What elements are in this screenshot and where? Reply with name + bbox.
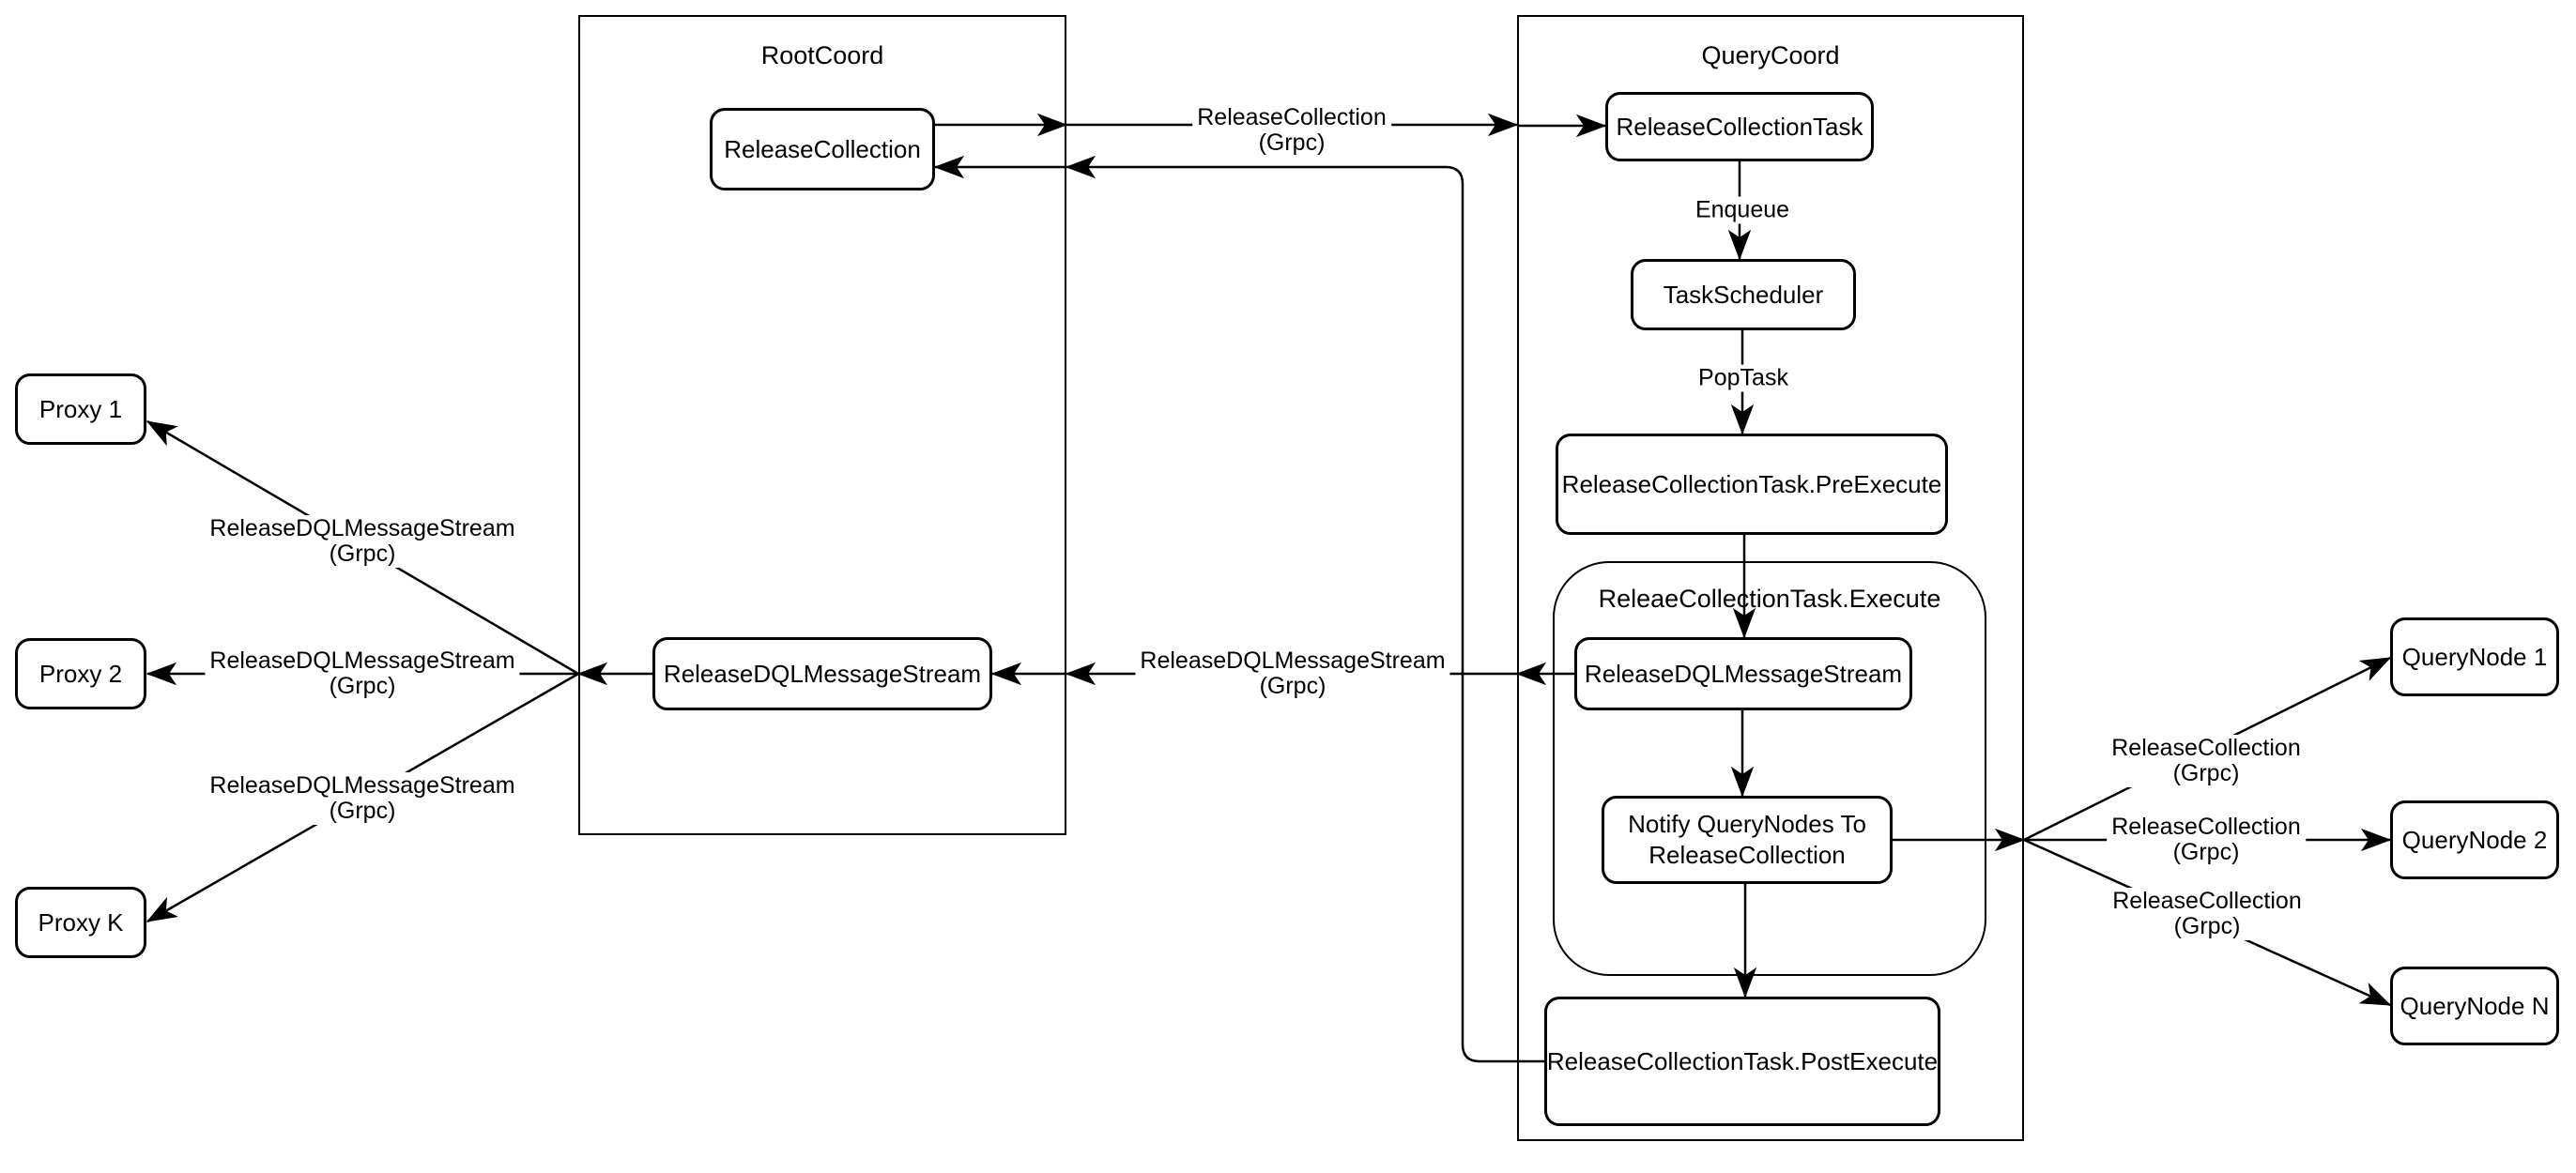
label-rdqlms-grpc-proxy1: ReleaseDQLMessageStream (Grpc) [205,515,520,568]
label-poptask: PopTask [1694,364,1793,392]
node-releasecollectiontask: ReleaseCollectionTask [1605,92,1874,161]
label-releasecollection-grpc-qnn: ReleaseCollection (Grpc) [2108,888,2307,940]
node-rootcoord-rdqlms: ReleaseDQLMessageStream [652,637,992,710]
label-releasecollection-grpc-qn1: ReleaseCollection (Grpc) [2107,735,2306,787]
node-querynode1: QueryNode 1 [2390,617,2559,696]
node-proxy1: Proxy 1 [15,373,146,445]
node-proxyk: Proxy K [15,887,146,958]
node-taskscheduler: TaskScheduler [1631,259,1856,330]
execute-group-title: ReleaeCollectionTask.Execute [1598,585,1941,613]
rootcoord-container [578,15,1066,835]
label-rdqlms-grpc-proxyk: ReleaseDQLMessageStream (Grpc) [205,772,520,825]
label-rdqlms-grpc-mid: ReleaseDQLMessageStream (Grpc) [1135,647,1450,700]
node-preexecute: ReleaseCollectionTask.PreExecute [1556,434,1948,535]
node-querycoord-rdqlms: ReleaseDQLMessageStream [1574,637,1912,710]
label-releasecollection-grpc-qn2: ReleaseCollection (Grpc) [2107,814,2306,866]
node-postexecute: ReleaseCollectionTask.PostExecute [1544,997,1940,1126]
edge-postexecute-return [1065,155,1544,1063]
rootcoord-title: RootCoord [760,41,884,69]
node-releasecollection: ReleaseCollection [710,108,935,190]
node-notify-querynodes: Notify QueryNodes To ReleaseCollection [1602,796,1893,884]
execute-group-container [1553,561,1986,976]
node-proxy2: Proxy 2 [15,638,146,709]
node-querynode2: QueryNode 2 [2390,800,2559,879]
label-rdqlms-grpc-proxy2: ReleaseDQLMessageStream (Grpc) [205,647,520,700]
label-enqueue: Enqueue [1690,196,1795,224]
node-querynoden: QueryNode N [2390,967,2559,1045]
querycoord-container [1517,15,2024,1141]
label-releasecollection-grpc-top: ReleaseCollection (Grpc) [1192,104,1391,157]
querycoord-title: QueryCoord [1701,41,1840,69]
